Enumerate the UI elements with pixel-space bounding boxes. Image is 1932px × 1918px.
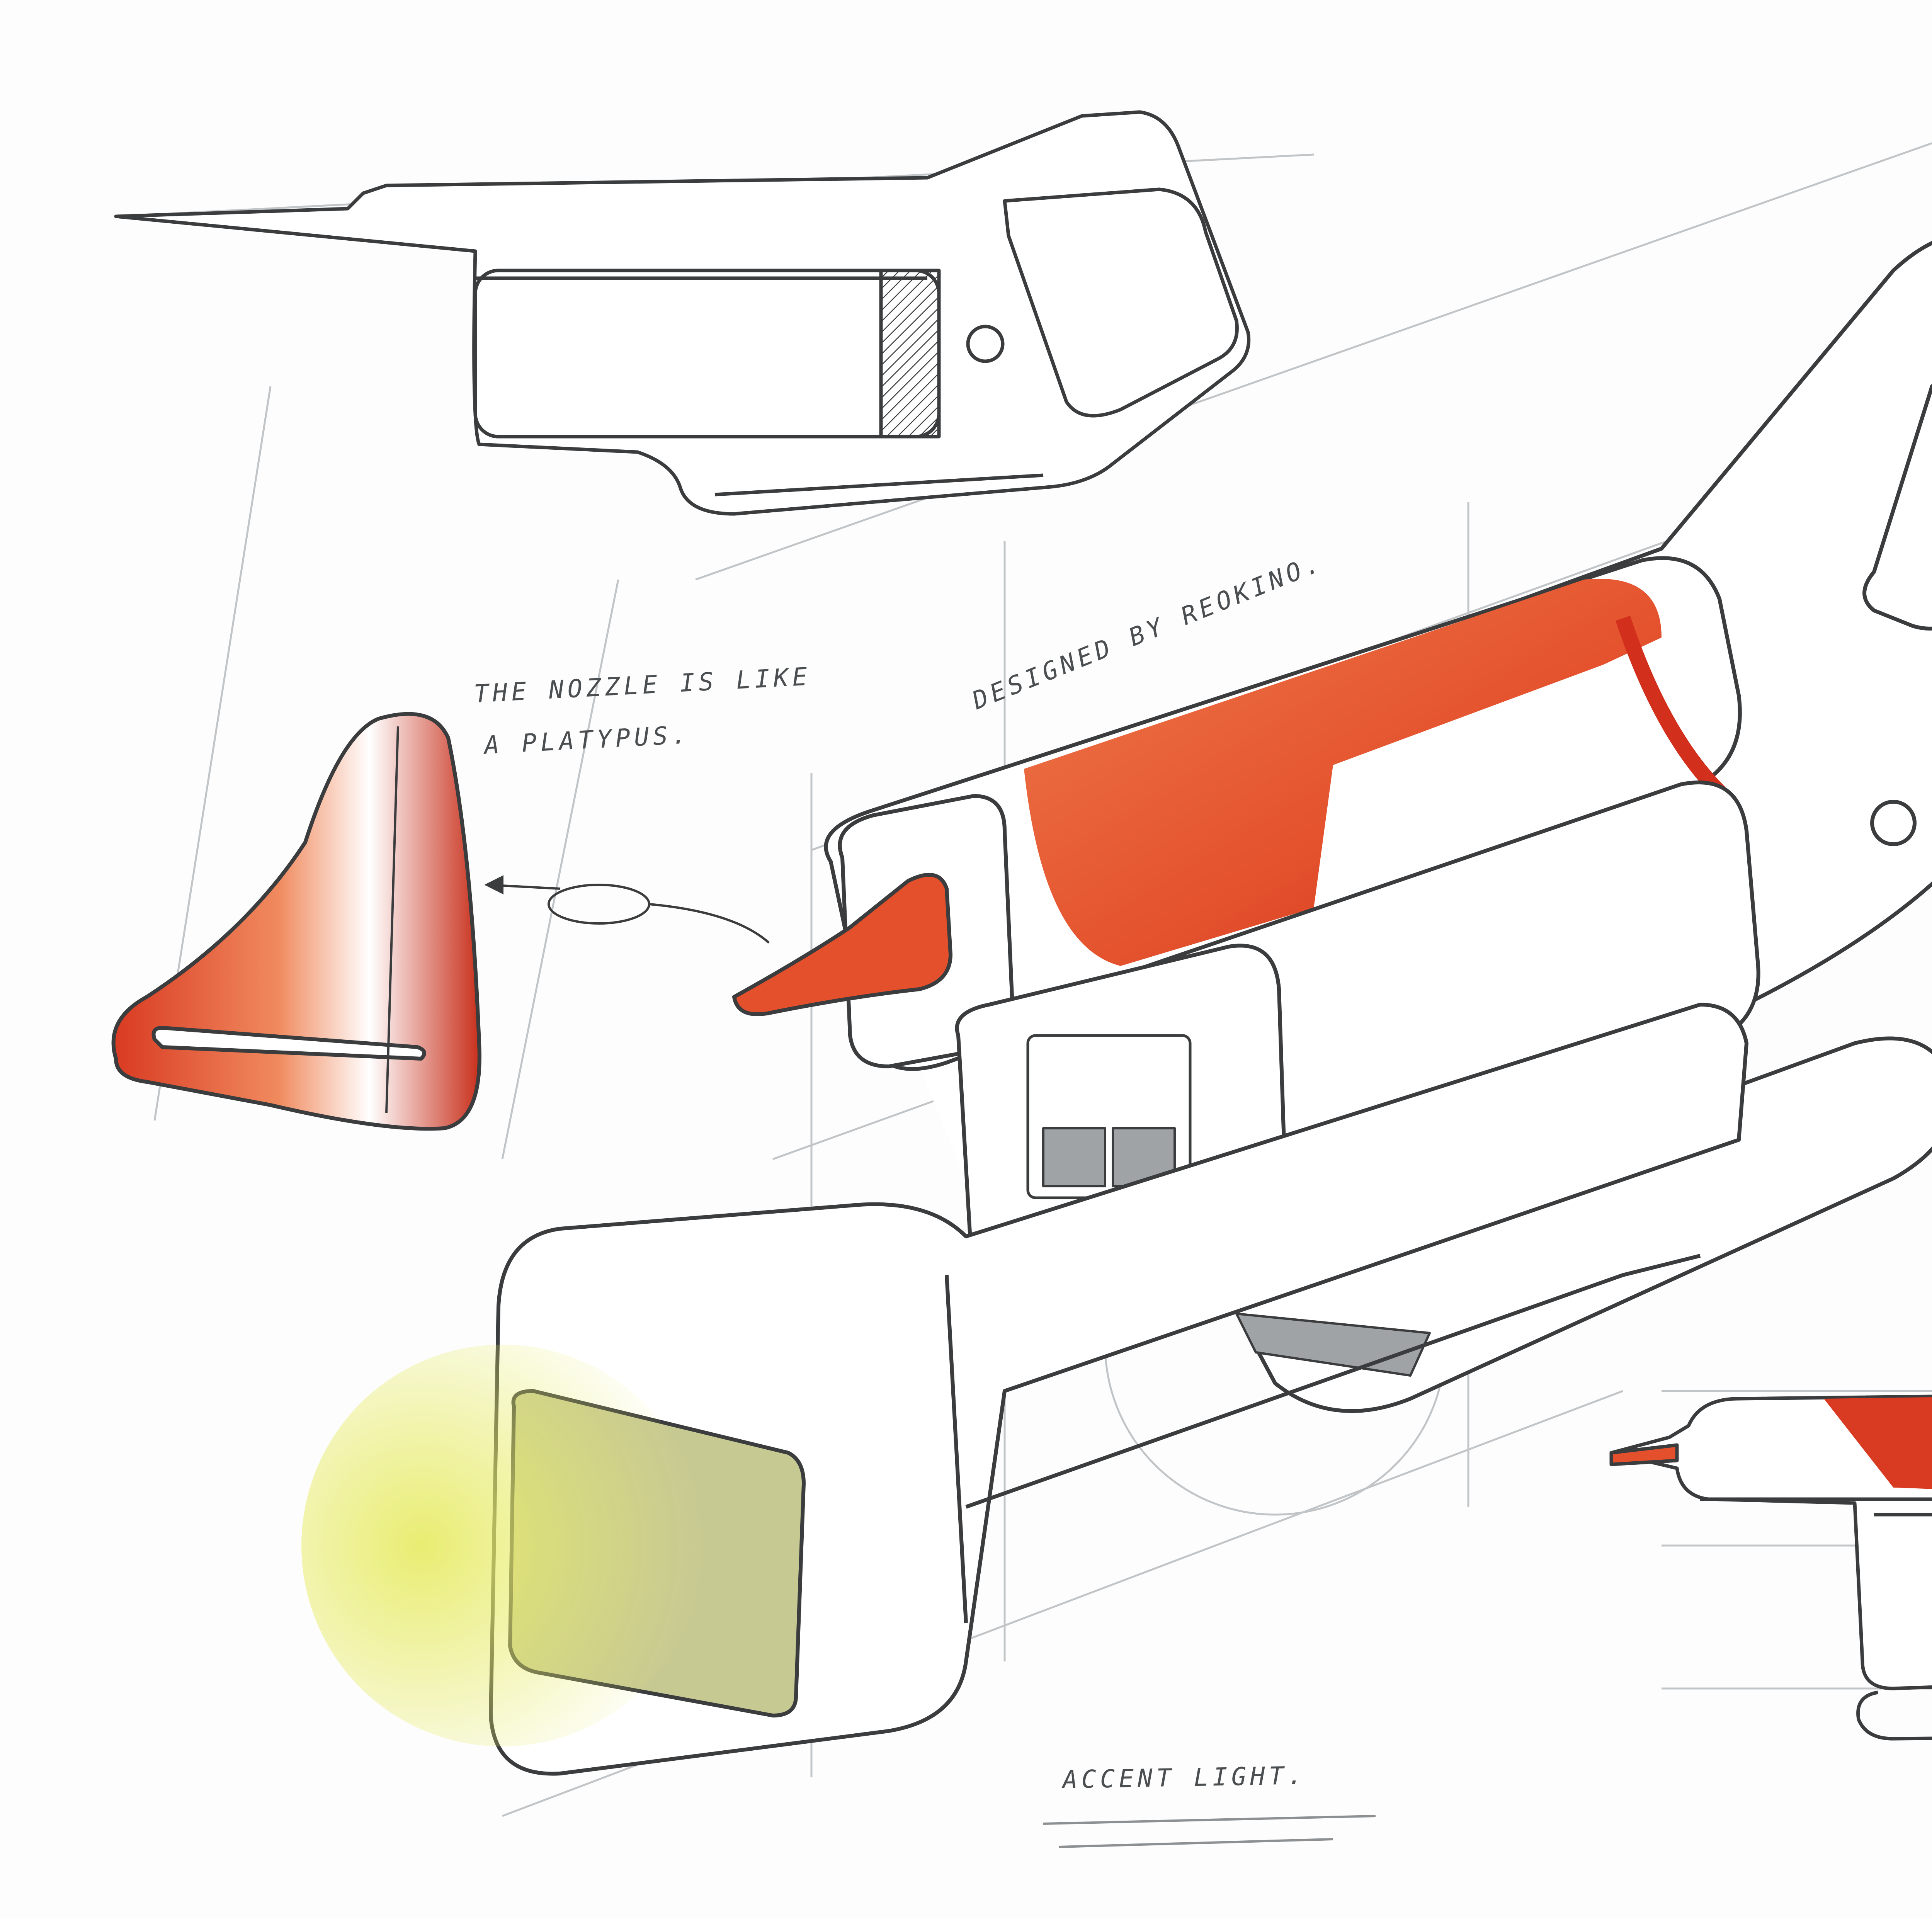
accent-light-underline (1043, 1815, 1376, 1848)
main-perspective (489, 241, 1932, 1776)
accent-light-glow (301, 1345, 703, 1746)
side-view-top-left (114, 110, 1251, 516)
accent-light-label: ACCENT LIGHT. (1062, 1761, 1307, 1794)
annotation-accent-light: ACCENT LIGHT. (1062, 1762, 1306, 1794)
nozzle-detail (111, 712, 481, 1131)
side-view-bottom-right (1609, 1394, 1932, 1741)
arrow-nozzle (484, 875, 770, 944)
